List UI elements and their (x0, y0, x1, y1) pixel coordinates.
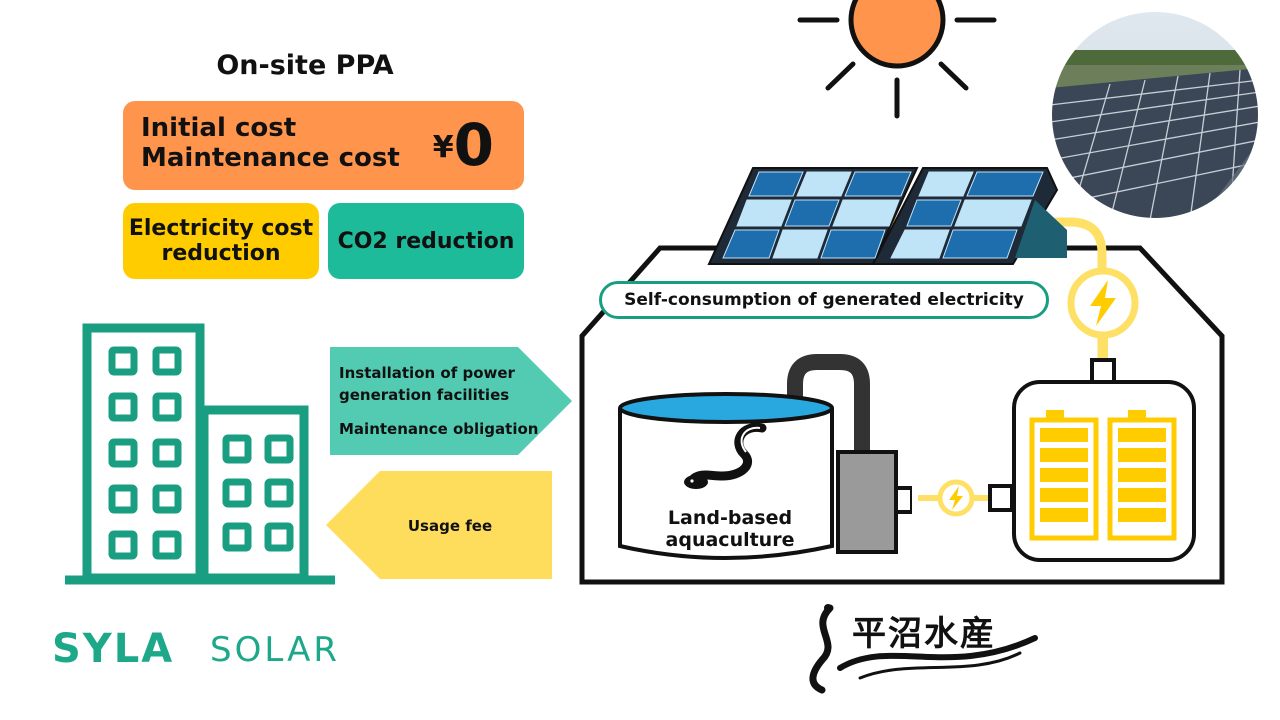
eel-icon (684, 422, 767, 489)
page-title: On-site PPA (216, 50, 394, 81)
power-line-segment (1100, 338, 1108, 362)
arrow-right-text: Installation of power generation facilit… (339, 362, 538, 440)
arrow-right-shape (330, 347, 572, 455)
partner-logo-brush (809, 604, 1038, 694)
maintenance-cost-label: Maintenance cost (141, 143, 400, 173)
initial-cost-label: Initial cost (141, 113, 297, 143)
battery-icon (1012, 358, 1196, 562)
power-line (880, 217, 1107, 365)
aquaculture-line1: Land-based (667, 507, 793, 529)
usage-fee-label: Usage fee (407, 517, 493, 535)
installation-line2: generation facilities (339, 386, 510, 404)
cost-amount: 0 (453, 111, 494, 179)
lightning-connector (918, 479, 1014, 517)
aquaculture-tank (618, 354, 912, 560)
installation-line1: Installation of power (339, 364, 515, 382)
electricity-cost-reduction-box: Electricity cost reduction (123, 203, 319, 279)
solar-farm-photo (1050, 10, 1260, 220)
brand-syla: SYLA (52, 626, 175, 672)
cost-value: ¥0 (433, 113, 494, 177)
co2-reduction-label: CO2 reduction (337, 228, 515, 254)
cost-box: Initial cost Maintenance cost ¥0 (123, 101, 524, 190)
co2-reduction-box: CO2 reduction (328, 203, 524, 279)
aquaculture-label: Land-based aquaculture (640, 507, 820, 551)
sun-icon (797, 0, 997, 119)
lightning-icon (1067, 267, 1139, 339)
yen-symbol: ¥ (432, 130, 454, 165)
solar-panel-icon (707, 167, 1067, 265)
building-icon (65, 323, 335, 585)
partner-logo-text: 平沼水産 (852, 614, 996, 654)
arrow-left-shape (326, 471, 552, 579)
maintenance-obligation: Maintenance obligation (339, 420, 539, 438)
brand-solar: SOLAR (210, 630, 340, 670)
aquaculture-line2: aquaculture (665, 529, 795, 551)
facility-outline (579, 245, 1225, 585)
electricity-cost-line1: Electricity cost (128, 216, 314, 241)
electricity-cost-line2: reduction (161, 241, 281, 266)
self-consumption-label: Self-consumption of generated electricit… (599, 281, 1049, 319)
